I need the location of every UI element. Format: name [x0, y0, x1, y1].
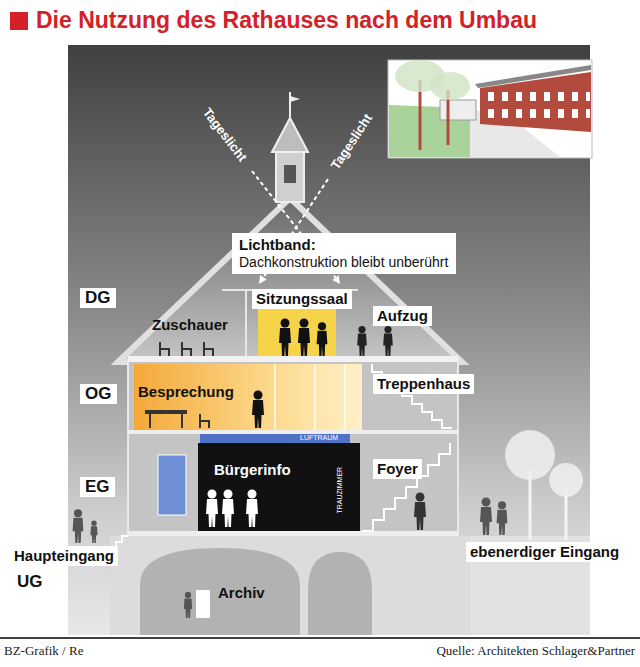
upper-floor: [314, 364, 316, 430]
people: [222, 490, 234, 528]
bell-tower: [289, 92, 291, 118]
ground-floor: [128, 531, 458, 536]
room-label: Treppenhaus: [373, 374, 474, 394]
upper-floor: [145, 410, 187, 414]
people: [73, 509, 84, 543]
daylight-label: Tageslicht: [328, 111, 376, 172]
audience-chairs: [160, 342, 213, 356]
trees: [565, 490, 568, 540]
entrance-label: ebenerdiger Eingang: [466, 542, 623, 562]
node-body: Dachkonstruktion bleibt unberührt: [239, 254, 449, 271]
council-chamber: [258, 306, 336, 356]
cellar-vault: [140, 548, 300, 635]
council-chamber: [258, 306, 336, 356]
thumbnail-sketch: [475, 65, 591, 88]
node-heading: OG: [85, 384, 112, 404]
room-label: Sitzungssaal: [252, 289, 352, 309]
people: [497, 501, 508, 535]
room-label: Aufzug: [373, 306, 432, 326]
floor-label: DG: [80, 288, 116, 308]
roof: [118, 198, 462, 362]
title-square: [10, 12, 28, 30]
thumbnail-sketch: [430, 72, 470, 100]
bell-tower: [284, 165, 296, 183]
info-box: Lichtband:Dachkonstruktion bleibt unberü…: [232, 233, 456, 274]
bell-tower: [290, 96, 300, 102]
roof: [118, 198, 462, 362]
thumbnail-sketch: [388, 60, 592, 158]
floor-label: UG: [12, 572, 48, 592]
air-space-bar: [200, 434, 350, 443]
node-heading: Lichtband:: [239, 236, 449, 254]
people: [184, 592, 192, 618]
room-label: Bürgerinfo: [214, 461, 291, 479]
bell-tower: [272, 92, 308, 202]
bell-tower: [276, 150, 304, 202]
people: [90, 521, 97, 544]
upper-floor: [128, 430, 458, 434]
trees: [549, 463, 583, 497]
footer-rule: [0, 637, 640, 639]
daylight-arrows: [332, 275, 340, 284]
audience-chairs: [204, 342, 213, 356]
building-walls: [128, 356, 458, 362]
cellar-vault: [140, 548, 372, 635]
upper-floor: [134, 364, 362, 430]
room-label: Foyer: [373, 459, 422, 479]
floor-label: OG: [80, 384, 117, 404]
thumbnail-sketch: [388, 60, 592, 158]
trees: [505, 430, 583, 540]
thumbnail-sketch: [486, 90, 590, 124]
node-heading: UG: [17, 572, 43, 592]
node-heading: EG: [85, 477, 110, 497]
small-label: LUFTRAUM: [300, 434, 338, 442]
people: [357, 326, 367, 356]
people: [279, 319, 291, 357]
source-note: Quelle: Architekten Schlager&Partner: [436, 643, 635, 659]
node-heading: DG: [85, 288, 111, 308]
ground: [110, 536, 470, 635]
credit-note: BZ-Grafik / Re: [4, 643, 83, 659]
people: [252, 391, 264, 429]
upper-floor: [274, 364, 276, 430]
people: [246, 490, 258, 528]
small-label: TRAUZIMMER: [336, 467, 344, 514]
people: [317, 322, 328, 356]
people: [414, 493, 426, 531]
cellar-vault: [196, 590, 210, 618]
people: [480, 498, 492, 536]
staircase: [362, 443, 450, 531]
entrance-label: Haupteingang: [10, 546, 118, 566]
audience-chairs: [160, 342, 169, 356]
ground-floor: [198, 443, 360, 533]
title: Die Nutzung des Rathauses nach dem Umbau: [36, 7, 537, 35]
people: [383, 326, 393, 356]
cellar-vault: [308, 552, 372, 635]
thumbnail-sketch: [440, 100, 476, 120]
ground-floor: [128, 443, 458, 536]
daylight-arrows: [259, 275, 267, 284]
people: [206, 490, 218, 528]
trees: [505, 430, 555, 480]
upper-floor: [149, 414, 151, 428]
audience-chairs: [182, 342, 191, 356]
upper-floor: [344, 364, 346, 430]
trees: [529, 470, 532, 540]
people: [73, 319, 508, 619]
daylight-label: Tageslicht: [200, 105, 251, 165]
upper-floor: [181, 414, 183, 428]
roof: [245, 290, 247, 356]
air-space-bar: [200, 434, 350, 443]
room-label: Archiv: [218, 584, 265, 602]
room-label: Besprechung: [138, 383, 234, 401]
bell-tower: [272, 118, 308, 152]
people: [298, 319, 310, 357]
room-label: Zuschauer: [152, 316, 228, 334]
floor-label: EG: [80, 477, 115, 497]
upper-floor: [200, 414, 209, 428]
ground-floor: [158, 455, 186, 515]
